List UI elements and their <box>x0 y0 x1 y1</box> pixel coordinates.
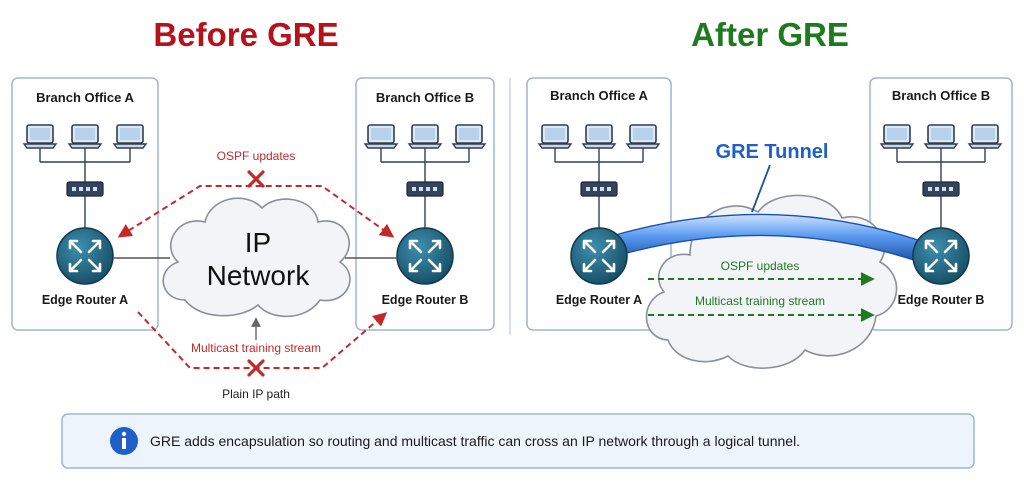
switch-icon <box>922 181 960 197</box>
router-icon <box>395 226 455 286</box>
router-icon <box>911 226 971 286</box>
switch-icon <box>406 181 444 197</box>
laptop-icon <box>452 124 486 149</box>
after-router-a-label: Edge Router A <box>556 293 642 307</box>
before-router-a-label: Edge Router A <box>42 293 128 307</box>
switch-icon <box>580 181 618 197</box>
switch-icon <box>66 181 104 197</box>
after-router-b-label: Edge Router B <box>898 293 985 307</box>
after-branch-a-label: Branch Office A <box>550 88 648 103</box>
after-branch-a-panel: Branch Office A Edge Router A <box>526 77 672 331</box>
cloud-label-line1: IP <box>245 227 271 258</box>
info-text: GRE adds encapsulation so routing and mu… <box>150 433 800 449</box>
router-icon <box>55 226 115 286</box>
laptop-icon <box>113 124 147 149</box>
laptop-icon <box>626 124 660 149</box>
cloud-label-line2: Network <box>207 260 311 291</box>
after-branch-b-label: Branch Office B <box>892 88 990 103</box>
before-branch-a-panel: Branch Office A Edge Router A <box>11 77 159 331</box>
after-multicast-label: Multicast training stream <box>695 294 825 308</box>
before-branch-b-label: Branch Office B <box>376 90 474 105</box>
before-router-b-label: Edge Router B <box>382 293 469 307</box>
before-branch-b-panel: Branch Office B Edge Router B <box>355 77 495 331</box>
laptop-icon <box>364 124 398 149</box>
after-title: After GRE <box>691 16 849 53</box>
laptop-icon <box>23 124 57 149</box>
laptop-icon <box>68 124 102 149</box>
info-banner: GRE adds encapsulation so routing and mu… <box>61 413 975 469</box>
laptop-icon <box>408 124 442 149</box>
router-icon <box>569 226 629 286</box>
block-x-icon <box>247 170 265 188</box>
tunnel-callout-line <box>751 164 771 213</box>
after-ospf-label: OSPF updates <box>721 259 800 273</box>
ip-network-cloud: IP Network <box>162 197 351 318</box>
gre-tunnel-label: GRE Tunnel <box>716 141 829 163</box>
laptop-icon <box>538 124 572 149</box>
laptop-icon <box>582 124 616 149</box>
before-ospf-label: OSPF updates <box>217 149 296 163</box>
laptop-icon <box>880 124 914 149</box>
plain-ip-path-label: Plain IP path <box>222 387 290 401</box>
info-icon <box>110 427 138 455</box>
laptop-icon <box>968 124 1002 149</box>
multicast-blocked-path <box>137 311 388 369</box>
block-x-icon <box>247 359 265 377</box>
before-multicast-label: Multicast training stream <box>191 341 321 355</box>
before-branch-a-label: Branch Office A <box>36 90 134 105</box>
laptop-icon <box>924 124 958 149</box>
before-title: Before GRE <box>153 16 338 53</box>
after-branch-b-panel: Branch Office B Edge Router B <box>869 77 1013 331</box>
